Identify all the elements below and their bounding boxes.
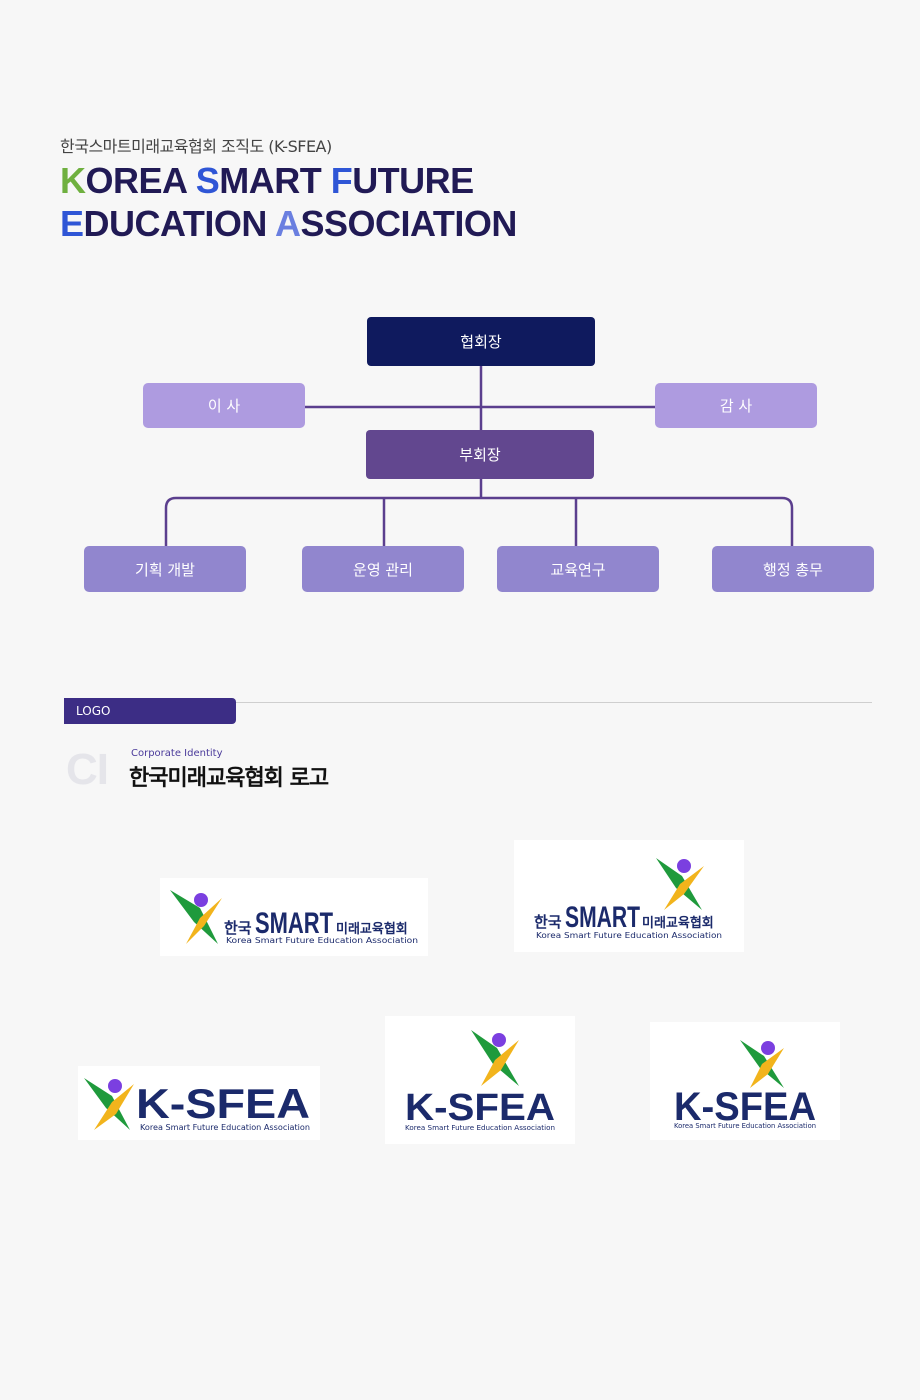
logo-acronym: K-SFEA <box>674 1085 816 1129</box>
headline-word: EDUCATION <box>60 203 275 244</box>
org-box-auditor: 감 사 <box>655 383 817 428</box>
org-label: 이 사 <box>207 397 241 415</box>
figure-emblem-icon <box>471 1030 519 1086</box>
chart-subtitle: 한국스마트미래교육협회 조직도 (K-SFEA) <box>60 137 332 156</box>
figure-emblem-icon <box>656 858 704 910</box>
logo-horizontal-stacked: 한국 SMART 미래교육협회 Korea Smart Future Educa… <box>514 840 744 952</box>
logo-ksfea-stacked-alt: K-SFEA Korea Smart Future Education Asso… <box>650 1022 840 1140</box>
org-box-vice-president: 부회장 <box>366 430 594 479</box>
org-box-department: 행정 총무 <box>712 546 874 592</box>
logo-acronym: K-SFEA <box>136 1080 310 1127</box>
logo-smart-word: SMART <box>565 901 640 934</box>
logo-tagline: Korea Smart Future Education Association <box>405 1124 555 1132</box>
section-divider <box>236 702 872 703</box>
headline-line-1: KOREA SMART FUTURE <box>60 160 474 202</box>
headline-initial: F <box>330 160 353 201</box>
org-label: 운영 관리 <box>353 560 413 579</box>
headline-rest: OREA <box>85 160 196 201</box>
logo-tagline: Korea Smart Future Education Association <box>536 931 722 940</box>
org-box-president: 협회장 <box>367 317 595 366</box>
org-label: 기획 개발 <box>135 560 195 579</box>
headline-rest: SSOCIATION <box>300 203 518 244</box>
logo-tagline: Korea Smart Future Education Association <box>140 1123 310 1132</box>
org-label: 부회장 <box>459 446 501 464</box>
headline-initial: S <box>195 160 220 201</box>
ci-caption: Corporate Identity <box>131 748 223 759</box>
headline-rest: UTURE <box>352 160 474 201</box>
logo-tagline: Korea Smart Future Education Association <box>674 1122 816 1130</box>
logo-ksfea-stacked: K-SFEA Korea Smart Future Education Asso… <box>385 1016 575 1144</box>
headline-word: KOREA <box>60 160 196 201</box>
headline-rest: MART <box>219 160 331 201</box>
ci-title: 한국미래교육협회 로고 <box>129 766 329 791</box>
figure-emblem-icon <box>84 1078 134 1130</box>
logo-ksfea-horizontal: K-SFEA Korea Smart Future Education Asso… <box>78 1066 320 1140</box>
logo-acronym: K-SFEA <box>405 1087 555 1129</box>
ci-watermark: CI <box>66 745 109 794</box>
org-box-department: 기획 개발 <box>84 546 246 592</box>
org-box-department: 교육연구 <box>497 546 659 592</box>
logo-korean-suffix: 미래교육협회 <box>336 921 408 937</box>
logo-korean-suffix: 미래교육협회 <box>642 915 714 931</box>
section-tab-logo: LOGO <box>64 698 236 724</box>
headline-rest: DUCATION <box>83 203 275 244</box>
logo-korean-prefix: 한국 <box>224 919 252 937</box>
org-label: 행정 총무 <box>763 560 823 579</box>
headline-initial: E <box>60 203 84 244</box>
headline-word: SMART <box>196 160 331 201</box>
headline-initial: A <box>275 203 301 244</box>
org-label: 교육연구 <box>550 560 606 579</box>
figure-emblem-icon <box>170 890 222 944</box>
headline-word: ASSOCIATION <box>275 203 517 244</box>
org-label: 협회장 <box>460 333 502 351</box>
logo-smart-word: SMART <box>255 907 333 940</box>
logo-horizontal: 한국 SMART 미래교육협회 Korea Smart Future Educa… <box>160 878 428 956</box>
headline-line-2: EDUCATION ASSOCIATION <box>60 203 520 245</box>
figure-emblem-icon <box>740 1040 784 1088</box>
org-label: 감 사 <box>719 397 753 415</box>
headline-initial: K <box>60 160 86 201</box>
logo-korean-prefix: 한국 <box>534 913 562 931</box>
logo-tagline: Korea Smart Future Education Association <box>226 936 418 945</box>
org-box-director: 이 사 <box>143 383 305 428</box>
headline-word: FUTURE <box>331 160 474 201</box>
org-box-department: 운영 관리 <box>302 546 464 592</box>
